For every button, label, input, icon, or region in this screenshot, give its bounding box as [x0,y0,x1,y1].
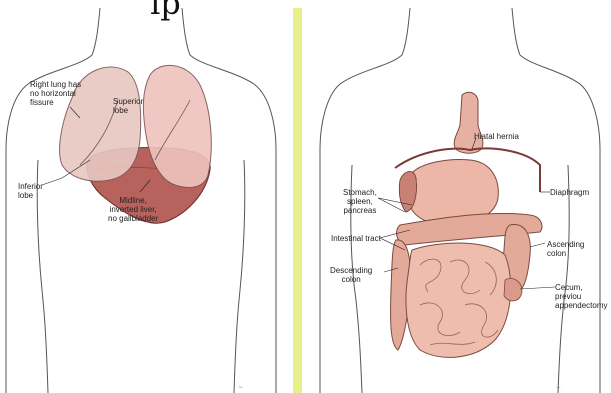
label-ascending-colon: Ascending colon [547,240,584,258]
label-inferior-lobe: Inferior lobe [18,182,43,200]
label-intestinal-tract: Intestinal tract [331,234,381,243]
label-diaphragm: Diaphragm [550,188,589,197]
artist-signature-right: ~ [556,384,561,391]
panel-divider [293,8,302,393]
label-stomach-spleen-pancreas: Stomach, spleen, pancreas [343,188,377,215]
label-hiatal-hernia: Hiatal hernia [474,132,519,141]
label-right-lung: Right lung has no horizontal fissure [30,80,81,107]
artist-signature-left: ~ [238,384,243,391]
label-cecum: Cecum, previou appendectomy [555,283,611,310]
label-liver: Midline, inverted liver, no gallbladder [108,196,158,223]
label-superior-lobe: Superior lobe [113,97,143,115]
hiatal-hernia-shape [454,92,483,153]
label-descending-colon: Descending colon [330,266,372,284]
